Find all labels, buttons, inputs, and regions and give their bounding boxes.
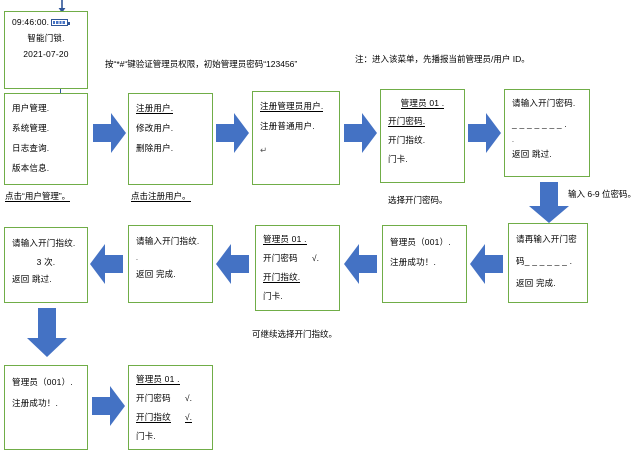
fingerprint-prompt: 请输入开门指纹. xyxy=(136,236,200,246)
arrow-success-to-checked-icon xyxy=(344,243,378,285)
confirm-password-actions: 返回 完成. xyxy=(516,277,580,288)
skip-button[interactable]: 跳过. xyxy=(31,273,52,284)
fingerprint3-count: 3 次. xyxy=(36,256,56,267)
admin01-open-fingerprint-checked[interactable]: 开门指纹√. xyxy=(136,411,193,423)
enter-password-screen[interactable]: 请输入开门密码. _ _ _ _ _ _ _ . . 返回 跳过. xyxy=(504,89,590,177)
arrow-3times-to-success2-icon xyxy=(26,308,68,358)
standby-time-line: 09:46:00. xyxy=(12,18,80,27)
confirm-password-screen[interactable]: 请再输入开门密 码_ _ _ _ _ _ . 返回 完成. xyxy=(508,223,588,303)
back-button[interactable]: 返回 xyxy=(12,273,30,284)
menu-item-system-mgmt[interactable]: 系统管理. xyxy=(12,122,50,133)
done-button[interactable]: 完成. xyxy=(155,269,176,280)
admin01-title: 管理员 01 . xyxy=(400,98,445,109)
caption-click-user-management: 点击“用户管理”。 xyxy=(5,191,71,203)
arrow-adminmenu-to-password-icon xyxy=(468,112,502,154)
success2-message: 注册成功！. xyxy=(12,397,59,408)
standby-title: 智能门锁. xyxy=(27,32,65,43)
pilcrow-mark: ↵ xyxy=(260,144,268,155)
back-button[interactable]: 返回 xyxy=(516,277,534,288)
arrow-success2-to-checked2-icon xyxy=(92,385,126,427)
arrow-password-to-confirm-icon xyxy=(528,182,570,224)
fingerprint3-actions: 返回 跳过. xyxy=(12,273,80,284)
admin01-password-checked-screen[interactable]: 管理员 01 . 开门密码√. 开门指纹. 门卡. xyxy=(255,225,340,311)
register-success-screen-2[interactable]: 管理员（001）. 注册成功！. xyxy=(4,365,88,450)
admin01-menu-screen[interactable]: 管理员 01 . 开门密码. 开门指纹. 门卡. xyxy=(380,89,465,183)
admin01-open-password-checked[interactable]: 开门密码√. xyxy=(263,252,320,263)
admin01-open-password[interactable]: 开门密码. xyxy=(388,115,426,127)
caption-choose-open-password: 选择开门密码。 xyxy=(388,195,448,205)
note-menu-broadcast-id: 注：进入该菜单，先播报当前管理员/用户 ID。 xyxy=(355,54,530,64)
arrow-confirm-to-success-icon xyxy=(470,243,504,285)
arrow-usermenu-to-registertype-icon xyxy=(216,112,250,154)
arrow-standby-to-menu-icon xyxy=(57,0,67,13)
standby-date: 2021-07-20 xyxy=(23,48,69,59)
register-type-screen[interactable]: 注册管理员用户. 注册普通用户. ↵ xyxy=(252,91,340,185)
success1-admin-id: 管理员（001）. xyxy=(390,237,451,247)
back-button[interactable]: 返回 xyxy=(512,149,530,160)
success2-admin-id: 管理员（001）. xyxy=(12,377,73,387)
connector-standby-mainmenu xyxy=(60,89,62,93)
note-admin-auth: 按“*#“键验证管理员权限，初始管理员密码“123456” xyxy=(105,59,298,69)
arrow-fingerprint-to-3times-icon xyxy=(90,243,124,285)
battery-icon xyxy=(51,19,71,26)
password-input-field[interactable]: _ _ _ _ _ _ _ . xyxy=(512,118,567,129)
user-menu-screen[interactable]: 注册用户. 修改用户. 删除用户. xyxy=(128,93,213,185)
arrow-mainmenu-to-usermenu-icon xyxy=(93,112,127,154)
menu-item-version-info[interactable]: 版本信息. xyxy=(12,162,50,173)
enter-password-actions: 返回 跳过. xyxy=(512,150,582,159)
success1-message: 注册成功！. xyxy=(390,256,437,267)
register-normal-user[interactable]: 注册普通用户. xyxy=(260,120,315,131)
admin01-door-card[interactable]: 门卡. xyxy=(136,430,156,441)
fingerprint-actions: 返回 完成. xyxy=(136,270,205,279)
admin01-open-fingerprint[interactable]: 开门指纹. xyxy=(263,271,301,283)
main-menu-screen[interactable]: 用户管理. 系统管理. 日志查询. 版本信息. xyxy=(4,93,88,185)
user-menu-modify[interactable]: 修改用户. xyxy=(136,122,174,133)
menu-item-log-query[interactable]: 日志查询. xyxy=(12,142,50,153)
confirm-password-prompt: 请再输入开门密 xyxy=(516,234,577,244)
check-mark-icon: √. xyxy=(184,392,193,403)
enter-fingerprint-screen-3times[interactable]: 请输入开门指纹. 3 次. 返回 跳过. xyxy=(4,227,88,303)
done-button[interactable]: 完成. xyxy=(535,277,556,288)
admin01-title: 管理员 01 . xyxy=(136,374,180,385)
skip-button[interactable]: 跳过. xyxy=(531,149,552,160)
enter-password-blank: . xyxy=(512,136,515,144)
enter-password-prompt: 请输入开门密码. xyxy=(512,98,576,108)
user-menu-delete[interactable]: 删除用户. xyxy=(136,142,174,153)
check-mark-icon: √. xyxy=(184,411,193,423)
back-button[interactable]: 返回 xyxy=(136,269,154,280)
menu-item-user-mgmt[interactable]: 用户管理. xyxy=(12,103,50,113)
caption-continue-choose-fingerprint: 可继续选择开门指纹。 xyxy=(252,329,338,339)
register-success-screen-1[interactable]: 管理员（001）. 注册成功！. xyxy=(382,225,467,303)
admin01-title: 管理员 01 . xyxy=(263,234,307,245)
caption-click-register-user: 点击注册用户。 xyxy=(131,191,191,203)
register-admin-user[interactable]: 注册管理员用户. xyxy=(260,101,324,112)
arrow-checked-to-fingerprint-icon xyxy=(216,243,250,285)
admin01-both-checked-screen[interactable]: 管理员 01 . 开门密码√. 开门指纹√. 门卡. xyxy=(128,365,213,450)
admin01-door-card[interactable]: 门卡. xyxy=(263,290,283,301)
arrow-registertype-to-adminmenu-icon xyxy=(344,112,378,154)
confirm-password-input-field[interactable]: 码_ _ _ _ _ _ . xyxy=(516,255,573,266)
standby-screen[interactable]: 09:46:00. 智能门锁. 2021-07-20 xyxy=(4,11,88,89)
fingerprint-blank: . xyxy=(136,254,139,262)
enter-fingerprint-screen-done[interactable]: 请输入开门指纹. . 返回 完成. xyxy=(128,225,213,303)
check-mark-icon: √. xyxy=(311,252,320,263)
admin01-open-password-checked[interactable]: 开门密码√. xyxy=(136,392,193,403)
fingerprint3-prompt: 请输入开门指纹. xyxy=(12,238,76,248)
admin01-door-card[interactable]: 门卡. xyxy=(388,153,408,164)
caption-input-6-9-digits: 输入 6-9 位密码。 xyxy=(568,189,637,199)
admin01-open-fingerprint[interactable]: 开门指纹. xyxy=(388,134,426,145)
user-menu-register[interactable]: 注册用户. xyxy=(136,103,174,114)
